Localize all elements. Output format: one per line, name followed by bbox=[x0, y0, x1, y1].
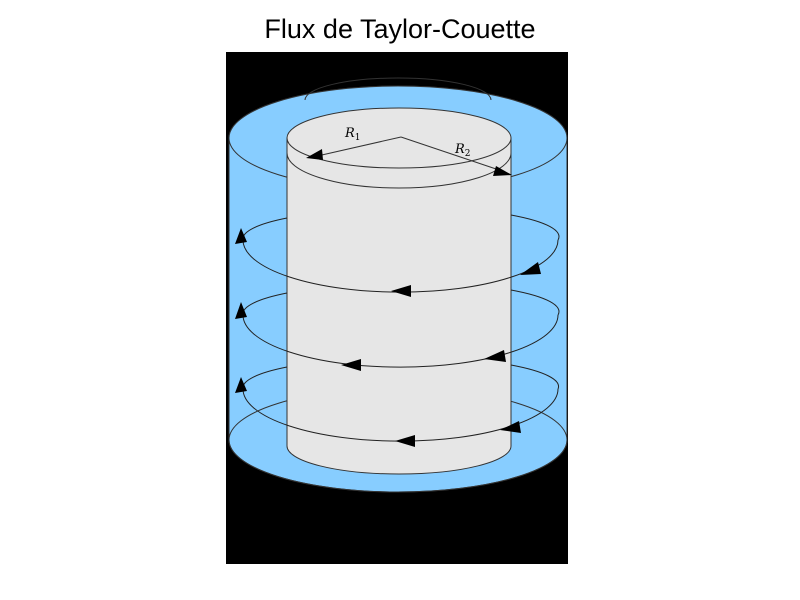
flow-arrow-front-3 bbox=[395, 435, 415, 447]
flow-arrow-right-3 bbox=[500, 421, 521, 433]
radius-r1-line bbox=[312, 136, 402, 158]
radius-arrows bbox=[306, 136, 512, 176]
figure-title: Flux de Taylor-Couette bbox=[264, 14, 536, 44]
label-r1-sub: 1 bbox=[355, 133, 361, 143]
radius-r2-line bbox=[400, 136, 506, 173]
flow-loop-3-back-right bbox=[510, 364, 560, 390]
flow-arrow-left-1 bbox=[235, 228, 247, 244]
flow-arrowheads bbox=[235, 228, 541, 447]
flow-arrow-front-1 bbox=[391, 285, 411, 297]
label-r2-sub: 2 bbox=[465, 149, 471, 159]
radius-r1-arrowhead bbox=[306, 149, 323, 160]
flow-arrow-left-2 bbox=[235, 302, 247, 319]
flow-loop-2-front bbox=[242, 314, 559, 368]
flow-arrow-right-1 bbox=[520, 262, 541, 275]
inner-cylinder bbox=[286, 107, 512, 475]
label-r2: R2 bbox=[454, 142, 471, 159]
flow-loop-2-back-right bbox=[510, 289, 560, 316]
flow-loop-1-back-right bbox=[510, 214, 560, 241]
radius-r2-arrowhead bbox=[493, 166, 512, 176]
flow-loops bbox=[242, 214, 560, 442]
label-r2-letter: R bbox=[454, 142, 465, 157]
label-r1: R1 bbox=[344, 126, 361, 143]
label-r1-letter: R bbox=[344, 126, 355, 141]
flow-arrow-right-2 bbox=[484, 350, 506, 362]
outer-top-back-arc bbox=[304, 77, 492, 101]
flow-arrow-left-3 bbox=[235, 377, 247, 393]
flow-arrow-front-2 bbox=[341, 359, 361, 371]
inner-cylinder-top bbox=[286, 107, 512, 169]
